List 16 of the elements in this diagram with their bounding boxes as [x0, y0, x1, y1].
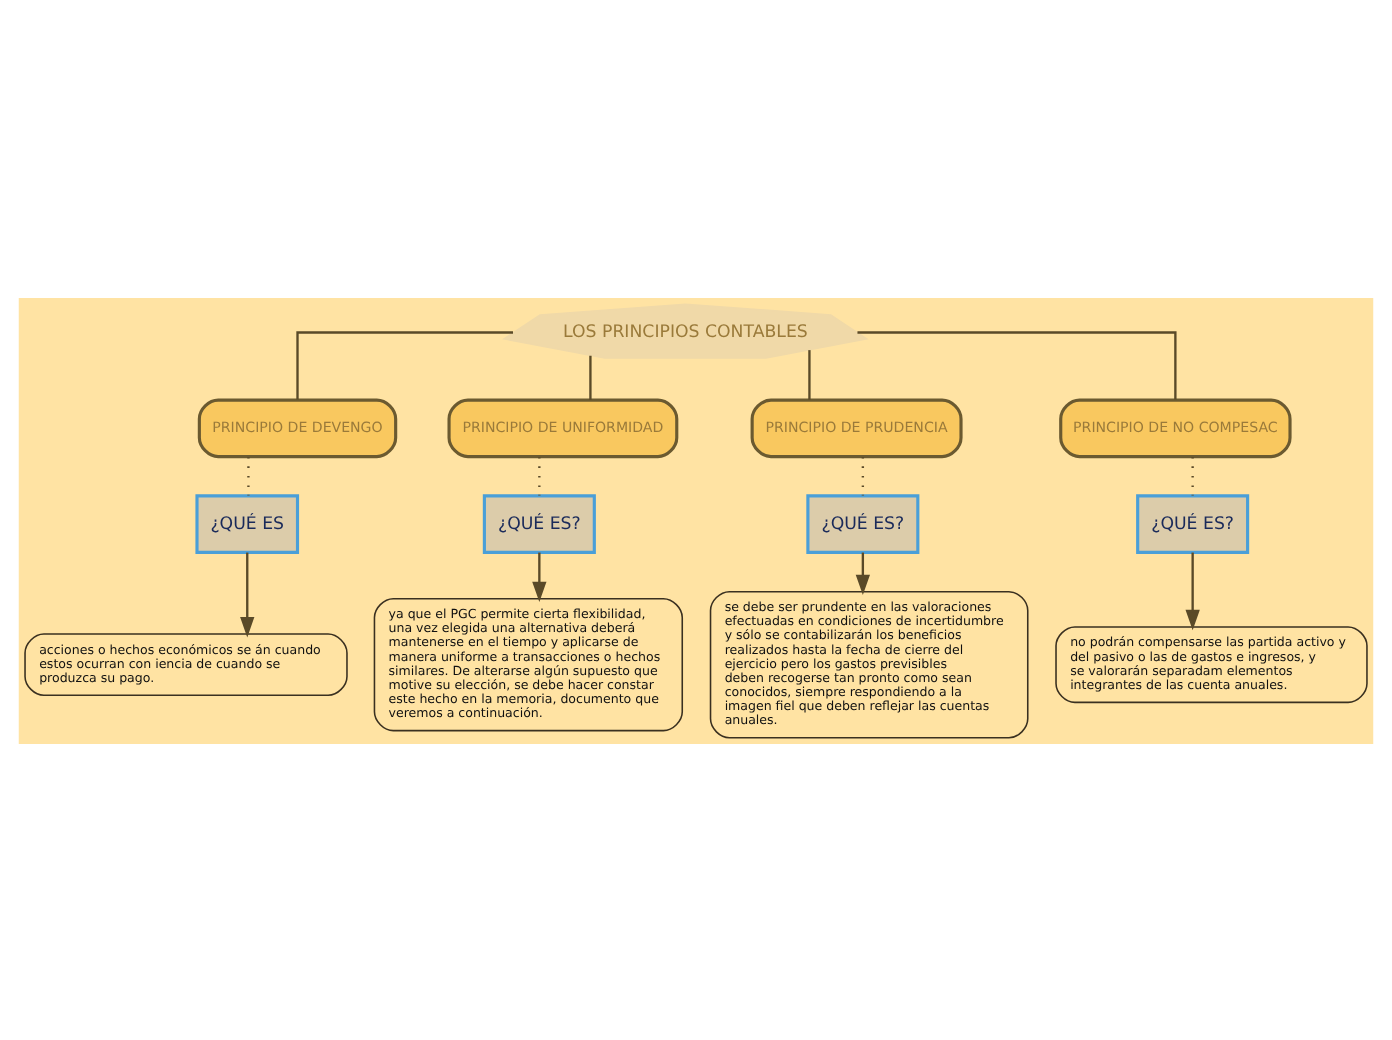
node-box: PRINCIPIO DE NO COMPESAC [1059, 397, 1292, 458]
arrow [532, 551, 547, 602]
node-box: ¿QUÉ ES? [482, 493, 596, 553]
arrow [855, 551, 870, 595]
connector [296, 330, 513, 399]
arrow [240, 551, 255, 637]
node-box: PRINCIPIO DE PRUDENCIA [750, 397, 963, 458]
arrow [1185, 551, 1200, 630]
connector [589, 354, 592, 399]
node-box: ¿QUÉ ES? [1136, 493, 1250, 553]
connector [808, 349, 811, 399]
node-box: ¿QUÉ ES? [806, 493, 920, 553]
node-box: PRINCIPIO DE DEVENGO [197, 397, 398, 458]
connector [857, 330, 1177, 399]
node-box: PRINCIPIO DE UNIFORMIDAD [447, 397, 679, 458]
node-box: ¿QUÉ ES [195, 493, 300, 553]
